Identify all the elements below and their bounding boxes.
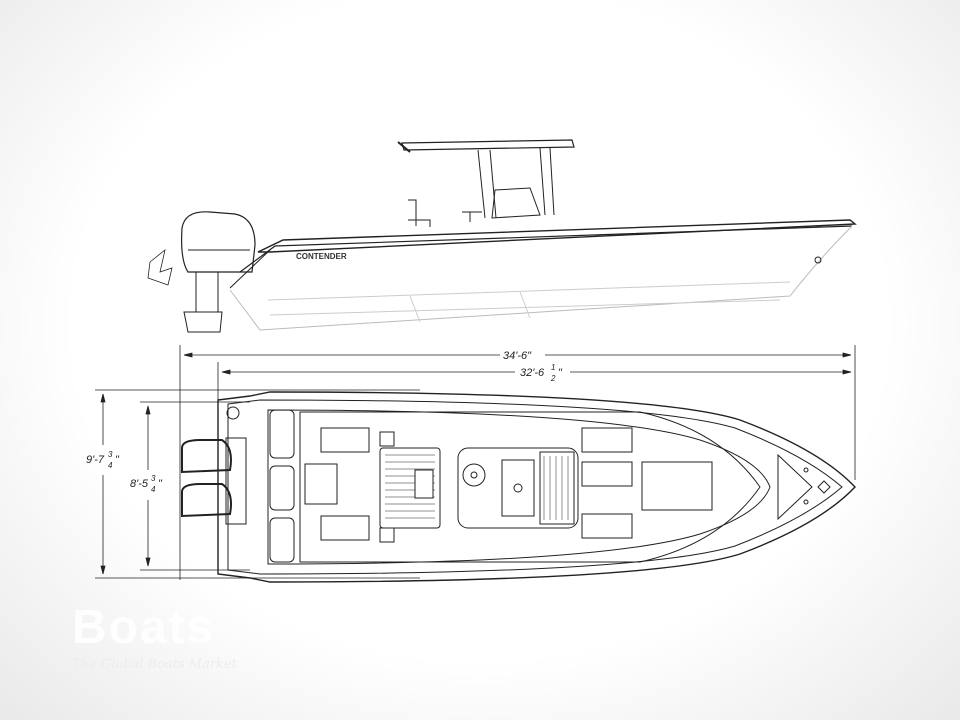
svg-text:3: 3 (151, 474, 156, 483)
watermark-tagline: The Global Boats Market (72, 657, 237, 672)
watermark-logo: Boats The Global Boats Market (72, 601, 237, 673)
hull-profile: CONTENDER (229, 219, 857, 331)
svg-text:": " (158, 478, 163, 490)
dimension-lines (95, 345, 856, 580)
svg-text:2: 2 (550, 374, 556, 383)
svg-text:": " (115, 454, 120, 466)
outboard-engine (147, 211, 256, 333)
watermark-title: Boats (72, 601, 216, 654)
svg-text:32'-6: 32'-6 (520, 367, 545, 379)
svg-text:4: 4 (108, 461, 113, 470)
length-overall-label: 34'-6" (503, 350, 532, 362)
svg-text:9'-7: 9'-7 (86, 454, 105, 466)
plan-view (181, 391, 856, 583)
svg-text:8'-5: 8'-5 (130, 478, 149, 490)
svg-text:1: 1 (551, 363, 555, 372)
t-top (397, 139, 575, 227)
leaning-post (379, 447, 441, 529)
hull-brand-text: CONTENDER (296, 252, 347, 261)
hull-length-label: 32'-6 1 2 " (520, 363, 563, 383)
svg-text:3: 3 (108, 450, 113, 459)
hull-beam-label: 8'-5 3 4 " (130, 474, 163, 494)
hatches (269, 409, 713, 563)
console (457, 447, 579, 529)
svg-text:": " (558, 367, 563, 379)
svg-text:4: 4 (151, 485, 156, 494)
beam-overall-label: 9'-7 3 4 " (86, 450, 120, 470)
profile-view: CONTENDER (147, 139, 857, 333)
twin-outboards-top (181, 437, 247, 525)
